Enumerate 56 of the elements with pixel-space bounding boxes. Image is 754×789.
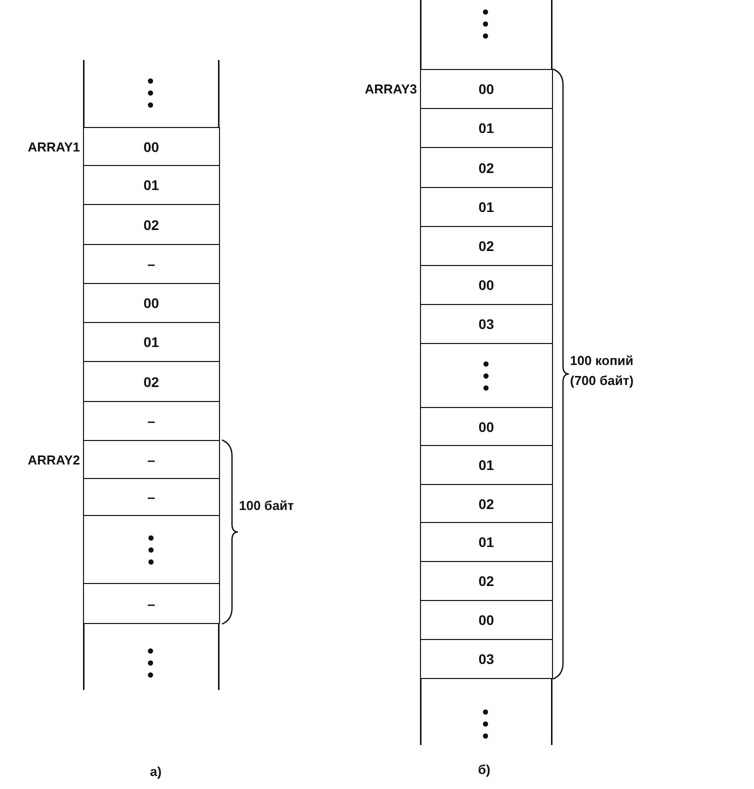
memory-cell bbox=[420, 445, 552, 485]
memory-cell bbox=[420, 265, 552, 305]
cell-value: 03 bbox=[478, 651, 494, 667]
memory-cell bbox=[420, 147, 552, 188]
panel-caption: б) bbox=[478, 761, 492, 779]
cell-value: 02 bbox=[478, 573, 494, 589]
memory-cell bbox=[83, 165, 220, 205]
memory-cell bbox=[83, 401, 220, 441]
cell-value: 02 bbox=[478, 160, 494, 176]
cell-value: 00 bbox=[478, 612, 494, 628]
cell-value: 01 bbox=[478, 199, 494, 215]
memory-cell bbox=[83, 361, 220, 402]
cell-value: 00 bbox=[143, 295, 160, 311]
memory-cell bbox=[420, 639, 552, 679]
memory-cell bbox=[83, 515, 220, 584]
panel-caption: а) bbox=[150, 763, 163, 781]
cell-value: 00 bbox=[478, 81, 494, 97]
cell-value: 01 bbox=[143, 334, 160, 350]
cell-value: – bbox=[147, 452, 156, 468]
cell-value: 02 bbox=[143, 374, 160, 390]
cell-value: 03 bbox=[478, 316, 494, 332]
cell-value: 01 bbox=[478, 534, 494, 550]
memory-cell bbox=[83, 204, 220, 245]
memory-cell bbox=[420, 187, 552, 227]
memory-cell bbox=[83, 244, 220, 284]
cell-value: 02 bbox=[143, 216, 160, 232]
cell-value: 01 bbox=[143, 177, 160, 193]
array-name-label: ARRAY3 bbox=[364, 82, 417, 96]
memory-cell bbox=[420, 226, 552, 266]
memory-cell bbox=[420, 304, 552, 344]
memory-cell bbox=[83, 322, 220, 362]
memory-cell bbox=[420, 484, 552, 523]
memory-cell bbox=[83, 583, 220, 624]
cell-value: – bbox=[147, 256, 156, 272]
cell-value: 01 bbox=[478, 120, 494, 136]
cell-value: 00 bbox=[478, 418, 494, 434]
cell-value: 02 bbox=[478, 238, 494, 254]
array-name-label: ARRAY1 bbox=[28, 139, 80, 154]
memory-cell bbox=[420, 343, 552, 408]
memory-cell bbox=[83, 478, 220, 516]
memory-cell bbox=[420, 600, 552, 640]
memory-cell bbox=[420, 561, 552, 601]
memory-cell bbox=[420, 108, 552, 148]
memory-cell bbox=[83, 283, 220, 323]
memory-cell bbox=[420, 407, 552, 446]
cell-value: 00 bbox=[478, 277, 494, 293]
size-annotation: 100 копий (700 байт) bbox=[570, 352, 635, 390]
array-name-label: ARRAY2 bbox=[28, 452, 80, 467]
size-annotation: 100 байт bbox=[239, 497, 295, 515]
cell-value: – bbox=[147, 489, 156, 505]
cell-value: – bbox=[147, 596, 156, 612]
memory-cell bbox=[420, 522, 552, 562]
cell-value: – bbox=[147, 413, 156, 429]
cell-value: 01 bbox=[478, 457, 494, 473]
cell-value: 02 bbox=[478, 496, 494, 512]
cell-value: 00 bbox=[143, 138, 160, 154]
